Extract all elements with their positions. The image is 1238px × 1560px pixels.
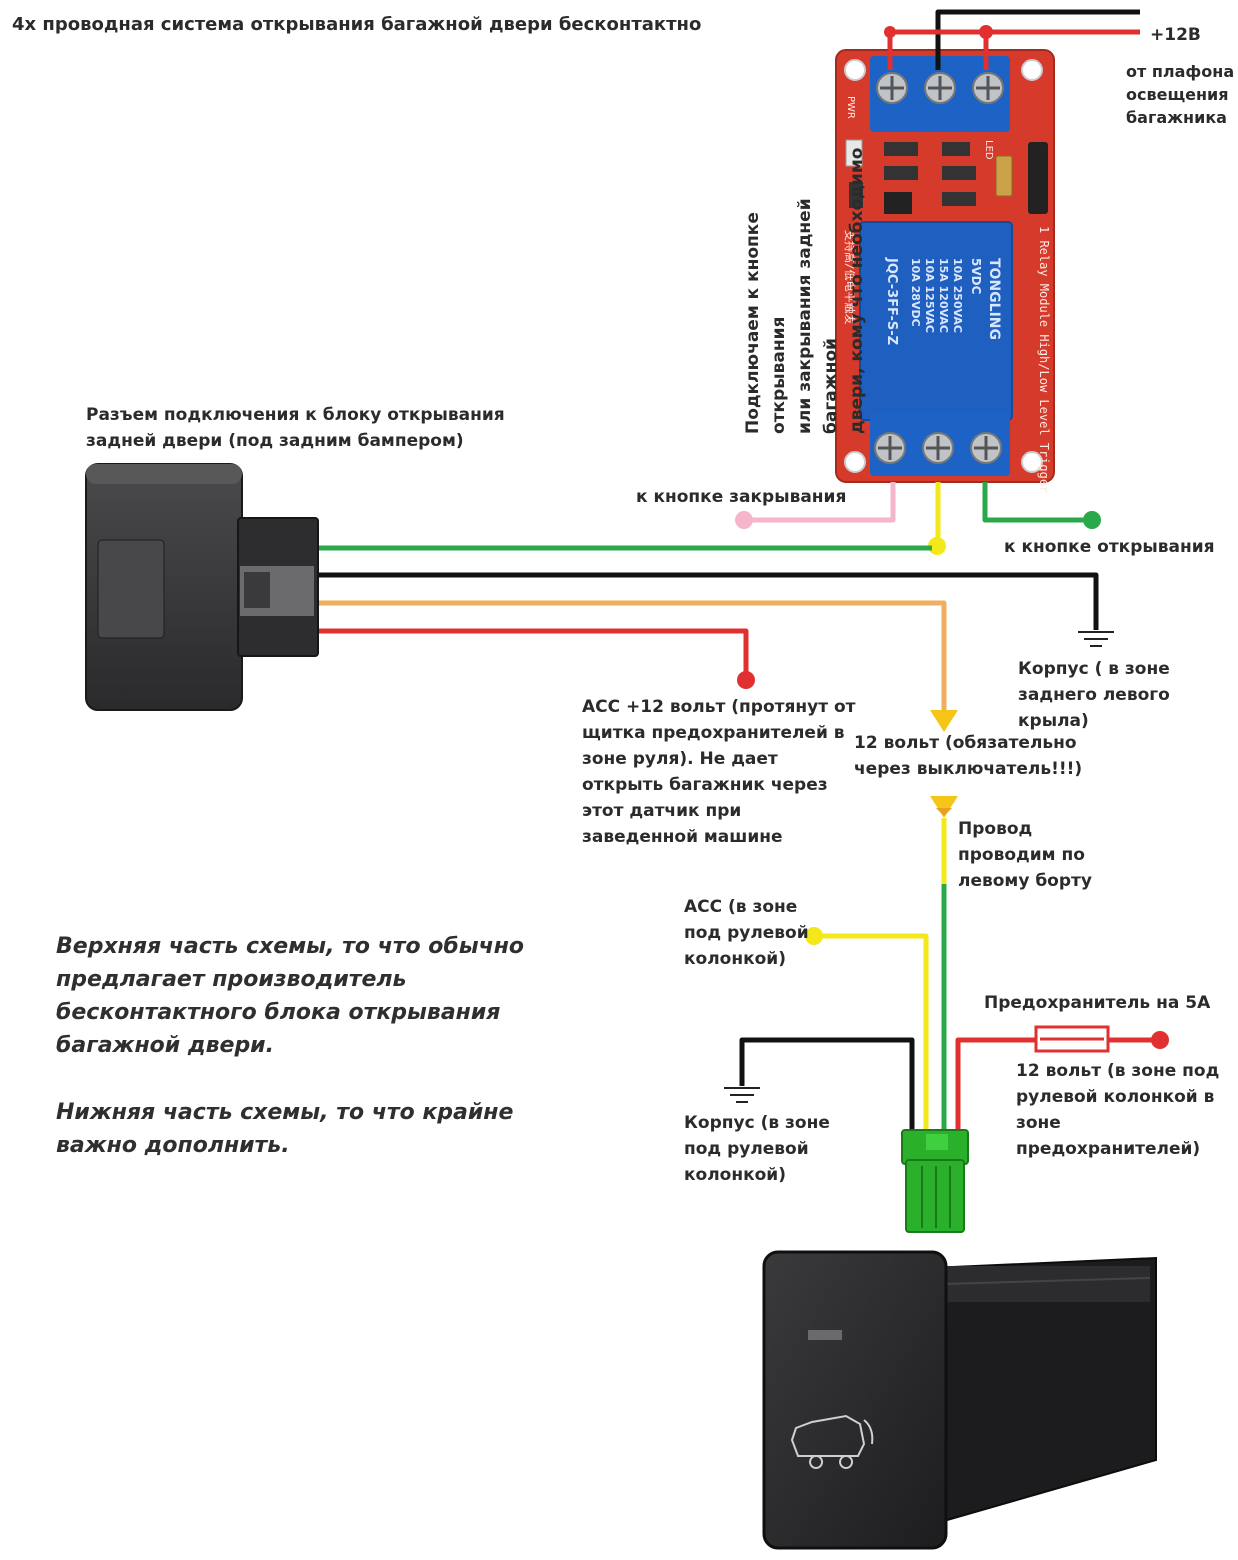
plus-12v-label: +12В <box>1150 25 1201 45</box>
bottom-note: Нижняя часть схемы, то что крайне важно … <box>56 1100 514 1158</box>
wire-green-open <box>982 482 1092 523</box>
relay-yellow-dot <box>928 537 946 555</box>
wire-red-fuse <box>955 1037 1040 1136</box>
board-print-text: LED <box>983 140 994 160</box>
wire-black-main <box>318 572 1099 630</box>
wire-end-dot <box>979 25 993 39</box>
ground-icon <box>1078 631 1114 647</box>
body-rear-label: Корпус ( в зоне заднего левого крыла) <box>1018 659 1170 731</box>
bullet-connector-icon <box>930 710 958 732</box>
twelve-switch-label: 12 вольт (обязательно через выключатель!… <box>854 733 1083 779</box>
wire-yellow-acc <box>814 933 929 1136</box>
open-button-dot <box>1083 511 1101 529</box>
board-print-text: PWR <box>845 96 856 119</box>
wire-black-ground <box>739 1037 915 1136</box>
fuse-red-dot <box>1151 1031 1169 1049</box>
body-steering-label: Корпус (в зоне под рулевой колонкой) <box>684 1113 830 1185</box>
wire-red-main <box>318 628 749 676</box>
acc-steering-label: ACC (в зоне под рулевой колонкой) <box>684 897 809 969</box>
board-print-text: 支持高/低电平触发 <box>843 230 857 325</box>
bullet-connector-icon <box>930 796 958 818</box>
door-connector-label: Разъем подключения к блоку открывания за… <box>86 405 505 451</box>
switch-connector <box>901 1129 969 1233</box>
top-note: Верхняя часть схемы, то что обычно предл… <box>56 934 525 1058</box>
door-connector-wires <box>318 545 1099 712</box>
relay-connect-label: Подключаем к кнопке открывания или закры… <box>743 147 867 434</box>
trunk-open-icon <box>790 1414 874 1469</box>
relay-print-text: 15A 120VAC <box>937 258 950 333</box>
relay-print-text: 10A 28VDC <box>909 258 922 327</box>
board-print-text: 1 Relay Module High/Low Level Trigger <box>1037 226 1051 493</box>
wire-left-label: Провод проводим по левому борту <box>958 819 1092 891</box>
close-button-dot <box>735 511 753 529</box>
open-button-label: к кнопке открывания <box>1004 537 1215 557</box>
relay-top-terminal <box>870 56 1010 132</box>
acc-red-dot <box>737 671 755 689</box>
relay-print-text: 5VDC <box>969 258 983 295</box>
fuse-label: Предохранитель на 5А <box>984 993 1211 1013</box>
trunk-switch <box>762 1250 1157 1550</box>
relay-print-text: 10A 125VAC <box>923 258 936 333</box>
bullet-connector-icon <box>936 808 952 816</box>
twelve-fuse-zone-label: 12 вольт (в зоне под рулевой колонкой в … <box>1016 1061 1220 1159</box>
ceiling-lamp-label: от плафона освещения багажника <box>1126 62 1235 127</box>
page-title: 4х проводная система открывания багажной… <box>12 14 702 35</box>
ground-icon <box>724 1087 760 1103</box>
wire-end-dot <box>884 26 896 38</box>
relay-print-text: 10A 250VAC <box>951 258 964 333</box>
relay-bottom-terminal <box>870 412 1010 476</box>
acc-yellow-dot <box>805 927 823 945</box>
wire-orange-main <box>318 600 947 712</box>
wire-black-relay-top <box>935 9 1140 70</box>
switch-wires <box>739 818 1160 1136</box>
close-button-label: к кнопке закрывания <box>636 487 847 507</box>
acc-main-label: ACC +12 вольт (протянут от щитка предохр… <box>582 697 856 847</box>
wire-pink-close <box>744 482 896 523</box>
door-connector <box>85 463 319 711</box>
relay-print-text: JQC-3FF-S-Z <box>884 257 899 345</box>
fuse-icon <box>1034 1025 1110 1053</box>
relay-print-text: TONGLING <box>986 258 1002 340</box>
